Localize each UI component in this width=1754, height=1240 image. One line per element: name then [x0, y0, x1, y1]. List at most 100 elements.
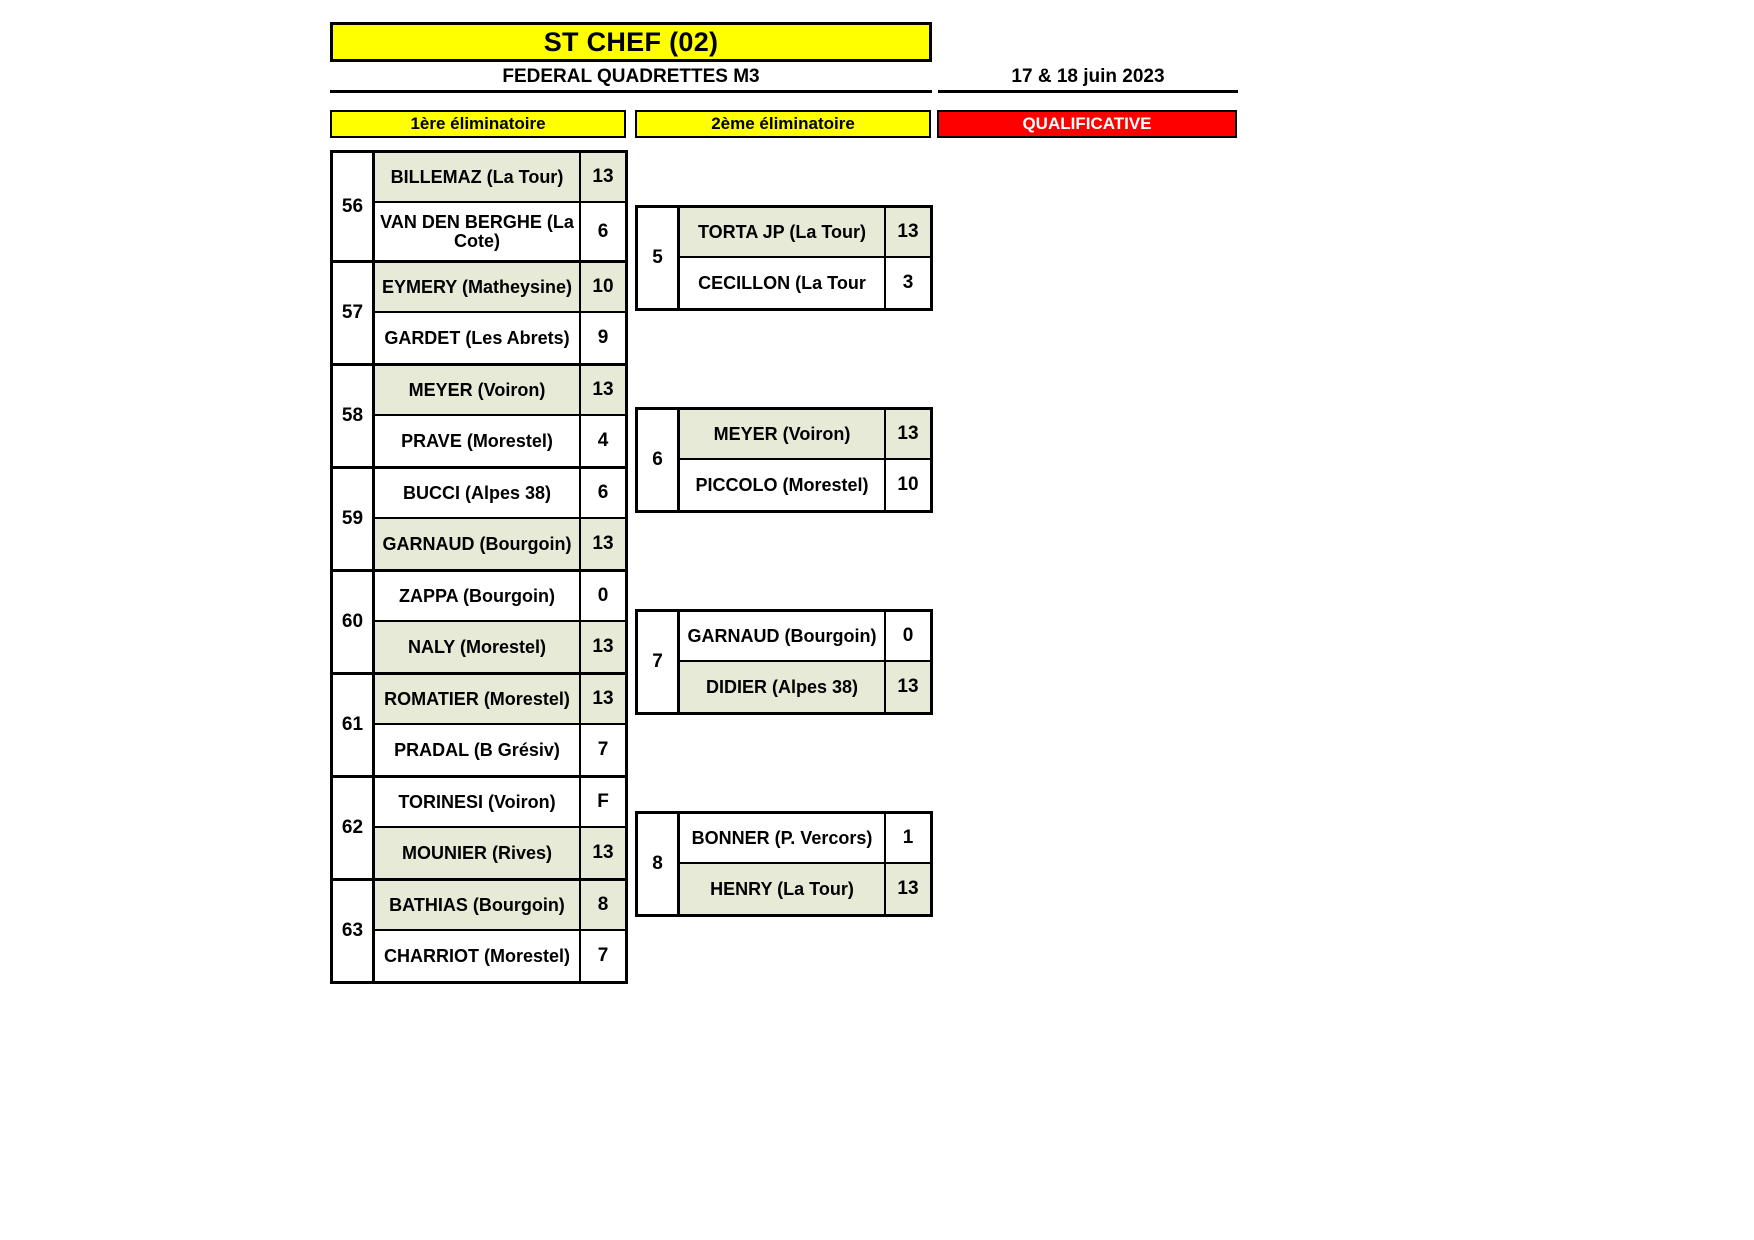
table-row[interactable]: BUCCI (Alpes 38) 6 [375, 469, 625, 519]
team-score: 9 [579, 313, 625, 363]
team-name: ROMATIER (Morestel) [384, 688, 570, 709]
match-6[interactable]: 6 MEYER (Voiron) 13 PICCOLO (Morestel) 1… [635, 407, 933, 513]
table-row[interactable]: BONNER (P. Vercors) 1 [680, 814, 930, 864]
phase-label-qualificative: QUALIFICATIVE [937, 110, 1237, 138]
team-score: F [579, 778, 625, 826]
table-row[interactable]: BATHIAS (Bourgoin) 8 [375, 881, 625, 931]
table-row[interactable]: GARNAUD (Bourgoin) 13 [375, 519, 625, 569]
match-number: 60 [333, 572, 375, 672]
table-row[interactable]: ROMATIER (Morestel) 13 [375, 675, 625, 725]
title-row: ST CHEF (02) [330, 22, 1240, 62]
match-number: 57 [333, 263, 375, 363]
subtitle-row: FEDERAL QUADRETTES M3 17 & 18 juin 2023 [330, 63, 1240, 93]
team-score: 13 [579, 675, 625, 723]
match-teams: BUCCI (Alpes 38) 6 GARNAUD (Bourgoin) 13 [375, 469, 625, 569]
table-row[interactable]: ZAPPA (Bourgoin) 0 [375, 572, 625, 622]
table-row[interactable]: MEYER (Voiron) 13 [680, 410, 930, 460]
table-row[interactable]: CHARRIOT (Morestel) 7 [375, 931, 625, 981]
match-60[interactable]: 60 ZAPPA (Bourgoin) 0 NALY (Morestel) 13 [330, 569, 628, 675]
table-row[interactable]: MOUNIER (Rives) 13 [375, 828, 625, 878]
table-row[interactable]: DIDIER (Alpes 38) 13 [680, 662, 930, 712]
team-name: PRADAL (B Grésiv) [394, 739, 560, 760]
team-name: MEYER (Voiron) [408, 379, 546, 400]
match-7[interactable]: 7 GARNAUD (Bourgoin) 0 DIDIER (Alpes 38)… [635, 609, 933, 715]
match-62[interactable]: 62 TORINESI (Voiron) F MOUNIER (Rives) 1… [330, 775, 628, 881]
team-name: MEYER (Voiron) [713, 423, 851, 444]
team-name: HENRY (La Tour) [710, 878, 854, 899]
team-name: ZAPPA (Bourgoin) [399, 585, 555, 606]
match-8[interactable]: 8 BONNER (P. Vercors) 1 HENRY (La Tour) … [635, 811, 933, 917]
event-date: 17 & 18 juin 2023 [938, 66, 1238, 93]
table-row[interactable]: TORINESI (Voiron) F [375, 778, 625, 828]
match-number: 62 [333, 778, 375, 878]
team-name: EYMERY (Matheysine) [381, 276, 573, 297]
phase-label-round2: 2ème éliminatoire [635, 110, 931, 138]
round2-match-6[interactable]: 6 MEYER (Voiron) 13 PICCOLO (Morestel) 1… [635, 407, 933, 513]
phase-row: 1ère éliminatoire 2ème éliminatoire QUAL… [330, 110, 1240, 138]
team-score: 13 [579, 622, 625, 672]
team-score: 13 [884, 208, 930, 256]
team-name: BUCCI (Alpes 38) [402, 482, 552, 503]
match-63[interactable]: 63 BATHIAS (Bourgoin) 8 CHARRIOT (Morest… [330, 878, 628, 984]
table-row[interactable]: PRADAL (B Grésiv) 7 [375, 725, 625, 775]
table-row[interactable]: HENRY (La Tour) 13 [680, 864, 930, 914]
team-score: 13 [579, 366, 625, 414]
team-score: 6 [579, 203, 625, 260]
table-row[interactable]: BILLEMAZ (La Tour) 13 [375, 153, 625, 203]
match-5[interactable]: 5 TORTA JP (La Tour) 13 CECILLON (La Tou… [635, 205, 933, 311]
table-row[interactable]: PRAVE (Morestel) 4 [375, 416, 625, 466]
match-59[interactable]: 59 BUCCI (Alpes 38) 6 GARNAUD (Bourgoin)… [330, 466, 628, 572]
table-row[interactable]: VAN DEN BERGHE (La Cote) 6 [375, 203, 625, 260]
team-name: GARNAUD (Bourgoin) [687, 625, 877, 646]
match-57[interactable]: 57 EYMERY (Matheysine) 10 GARDET (Les Ab… [330, 260, 628, 366]
competition-subtitle: FEDERAL QUADRETTES M3 [330, 66, 932, 93]
team-name: CECILLON (La Tour [698, 272, 866, 293]
match-number: 58 [333, 366, 375, 466]
team-name: NALY (Morestel) [407, 636, 547, 657]
match-teams: ZAPPA (Bourgoin) 0 NALY (Morestel) 13 [375, 572, 625, 672]
team-name: BONNER (P. Vercors) [691, 827, 873, 848]
match-number: 56 [333, 153, 375, 260]
table-row[interactable]: MEYER (Voiron) 13 [375, 366, 625, 416]
match-teams: BONNER (P. Vercors) 1 HENRY (La Tour) 13 [680, 814, 930, 914]
match-number: 61 [333, 675, 375, 775]
round2-match-5[interactable]: 5 TORTA JP (La Tour) 13 CECILLON (La Tou… [635, 205, 933, 311]
round2-match-8[interactable]: 8 BONNER (P. Vercors) 1 HENRY (La Tour) … [635, 811, 933, 917]
round1-bracket-column: 56 BILLEMAZ (La Tour) 13 VAN DEN BERGHE … [330, 150, 628, 984]
team-name: BATHIAS (Bourgoin) [389, 894, 565, 915]
phase-label-round1: 1ère éliminatoire [330, 110, 626, 138]
match-number: 6 [638, 410, 680, 510]
table-row[interactable]: NALY (Morestel) 13 [375, 622, 625, 672]
match-56[interactable]: 56 BILLEMAZ (La Tour) 13 VAN DEN BERGHE … [330, 150, 628, 263]
team-name: TORTA JP (La Tour) [697, 221, 866, 242]
match-number: 63 [333, 881, 375, 981]
team-name: GARDET (Les Abrets) [384, 327, 570, 348]
team-score: 0 [579, 572, 625, 620]
match-number: 5 [638, 208, 680, 308]
team-name: PRAVE (Morestel) [401, 430, 553, 451]
team-score: 13 [579, 828, 625, 878]
match-teams: ROMATIER (Morestel) 13 PRADAL (B Grésiv)… [375, 675, 625, 775]
team-name: MOUNIER (Rives) [401, 842, 553, 863]
team-score: 3 [884, 258, 930, 308]
table-row[interactable]: TORTA JP (La Tour) 13 [680, 208, 930, 258]
match-teams: GARNAUD (Bourgoin) 0 DIDIER (Alpes 38) 1… [680, 612, 930, 712]
match-teams: TORTA JP (La Tour) 13 CECILLON (La Tour … [680, 208, 930, 308]
match-teams: BILLEMAZ (La Tour) 13 VAN DEN BERGHE (La… [375, 153, 625, 260]
team-name: CHARRIOT (Morestel) [383, 945, 570, 966]
table-row[interactable]: EYMERY (Matheysine) 10 [375, 263, 625, 313]
team-score: 10 [579, 263, 625, 311]
table-row[interactable]: PICCOLO (Morestel) 10 [680, 460, 930, 510]
team-score: 6 [579, 469, 625, 517]
match-58[interactable]: 58 MEYER (Voiron) 13 PRAVE (Morestel) 4 [330, 363, 628, 469]
match-61[interactable]: 61 ROMATIER (Morestel) 13 PRADAL (B Grés… [330, 672, 628, 778]
team-score: 7 [579, 725, 625, 775]
team-name: PICCOLO (Morestel) [695, 474, 869, 495]
table-row[interactable]: CECILLON (La Tour 3 [680, 258, 930, 308]
team-score: 13 [884, 864, 930, 914]
table-row[interactable]: GARNAUD (Bourgoin) 0 [680, 612, 930, 662]
table-row[interactable]: GARDET (Les Abrets) 9 [375, 313, 625, 363]
match-number: 8 [638, 814, 680, 914]
round2-match-7[interactable]: 7 GARNAUD (Bourgoin) 0 DIDIER (Alpes 38)… [635, 609, 933, 715]
